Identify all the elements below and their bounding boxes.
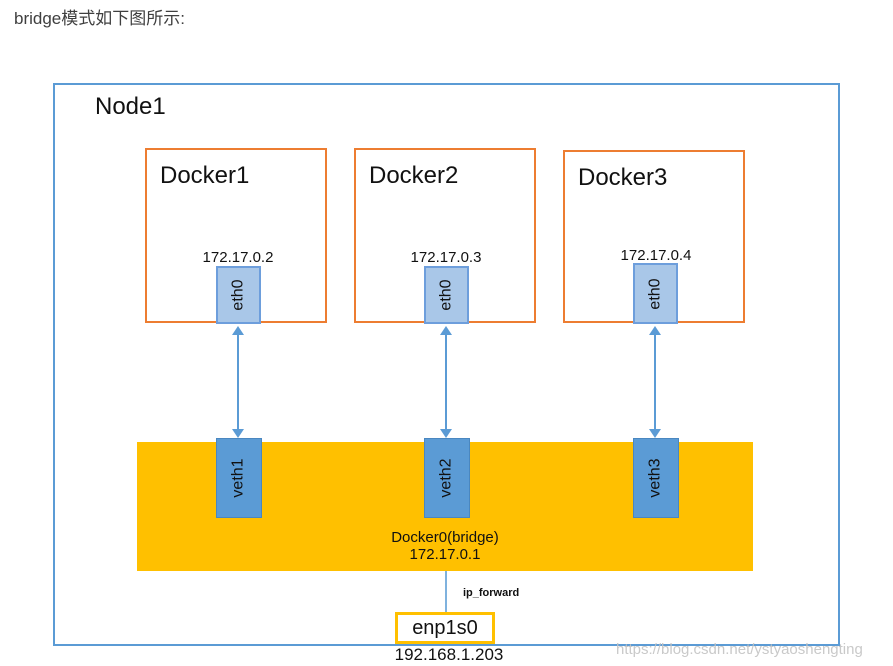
arrow-head-up-icon	[232, 326, 244, 335]
docker1-eth0-box: eth0	[216, 266, 261, 324]
host-ip-label: 192.168.1.203	[394, 645, 504, 664]
docker3-title: Docker3	[578, 164, 668, 191]
docker1-veth-arrow-icon	[231, 326, 245, 438]
arrow-head-down-icon	[440, 429, 452, 438]
docker1-title: Docker1	[160, 162, 250, 189]
csdn-watermark: https://blog.csdn.net/ystyaoshengting	[616, 641, 863, 658]
docker2-title: Docker2	[369, 162, 459, 189]
docker3-ip: 172.17.0.4	[620, 247, 692, 264]
bridge-ip: 172.17.0.1	[409, 546, 481, 563]
docker2-eth0-label: eth0	[437, 279, 455, 311]
arrow-head-down-icon	[232, 429, 244, 438]
veth1-label: veth1	[229, 458, 247, 498]
enp1s0-box: enp1s0	[395, 612, 495, 644]
arrow-line	[654, 333, 656, 431]
docker2-veth-arrow-icon	[439, 326, 453, 438]
node1-label: Node1	[95, 93, 166, 120]
arrow-head-up-icon	[440, 326, 452, 335]
veth2-label: veth2	[437, 458, 455, 498]
page-caption: bridge模式如下图所示:	[14, 9, 185, 28]
bridge-to-nic-connector	[445, 571, 447, 612]
veth2-box: veth2	[424, 438, 470, 518]
docker0-bridge-label: Docker0(bridge) 172.17.0.1	[137, 529, 753, 563]
veth1-box: veth1	[216, 438, 262, 518]
docker1-eth0-label: eth0	[229, 279, 247, 311]
bridge-name: Docker0(bridge)	[391, 529, 499, 546]
arrow-line	[237, 333, 239, 431]
arrow-head-up-icon	[649, 326, 661, 335]
docker2-ip: 172.17.0.3	[410, 249, 482, 266]
veth3-label: veth3	[646, 458, 664, 498]
docker3-eth0-label: eth0	[646, 277, 664, 310]
docker3-veth-arrow-icon	[648, 326, 662, 438]
veth3-box: veth3	[633, 438, 679, 518]
docker3-eth0-box: eth0	[633, 263, 678, 324]
arrow-line	[445, 333, 447, 431]
arrow-head-down-icon	[649, 429, 661, 438]
ip-forward-label: ip_forward	[463, 587, 520, 599]
docker2-eth0-box: eth0	[424, 266, 469, 324]
docker1-ip: 172.17.0.2	[202, 249, 274, 266]
